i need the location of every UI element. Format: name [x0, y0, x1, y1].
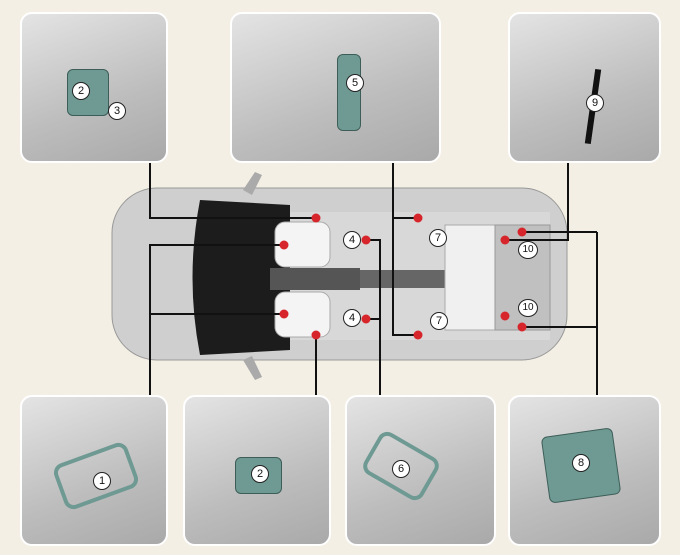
- detail-panel-cargo-strap: 9: [508, 12, 661, 163]
- callout-2: 2: [72, 82, 90, 100]
- callout-2: 2: [251, 465, 269, 483]
- callout-9: 9: [586, 94, 604, 112]
- marker: [361, 314, 371, 324]
- marker: [279, 309, 289, 319]
- callout-8: 8: [572, 454, 590, 472]
- marker: [311, 213, 321, 223]
- callout-7: 7: [430, 312, 448, 330]
- detail-panel-second-row-bar: 6: [345, 395, 496, 546]
- callout-1: 1: [93, 472, 111, 490]
- callout-6: 6: [392, 460, 410, 478]
- marker: [500, 235, 510, 245]
- callout-3: 3: [108, 102, 126, 120]
- detail-panel-seat-lever-rear: 2: [183, 395, 331, 546]
- marker: [361, 235, 371, 245]
- marker: [413, 213, 423, 223]
- detail-panel-seatback-lever: 5: [230, 12, 441, 163]
- car-body: [111, 172, 568, 380]
- callout-10: 10: [518, 299, 538, 317]
- marker: [311, 330, 321, 340]
- location-markers: [279, 213, 527, 340]
- callout-4: 4: [343, 231, 361, 249]
- detail-panel-third-row-strap: 8: [508, 395, 661, 546]
- callout-10: 10: [518, 241, 538, 259]
- marker: [517, 322, 527, 332]
- detail-panel-seat-bar: 1: [20, 395, 168, 546]
- marker: [500, 311, 510, 321]
- marker: [413, 330, 423, 340]
- callout-7: 7: [429, 229, 447, 247]
- callout-5: 5: [346, 74, 364, 92]
- marker: [279, 240, 289, 250]
- callout-4: 4: [343, 309, 361, 327]
- lever: [337, 54, 361, 131]
- marker: [517, 227, 527, 237]
- detail-panel-seat-lever-front: 2 3: [20, 12, 168, 163]
